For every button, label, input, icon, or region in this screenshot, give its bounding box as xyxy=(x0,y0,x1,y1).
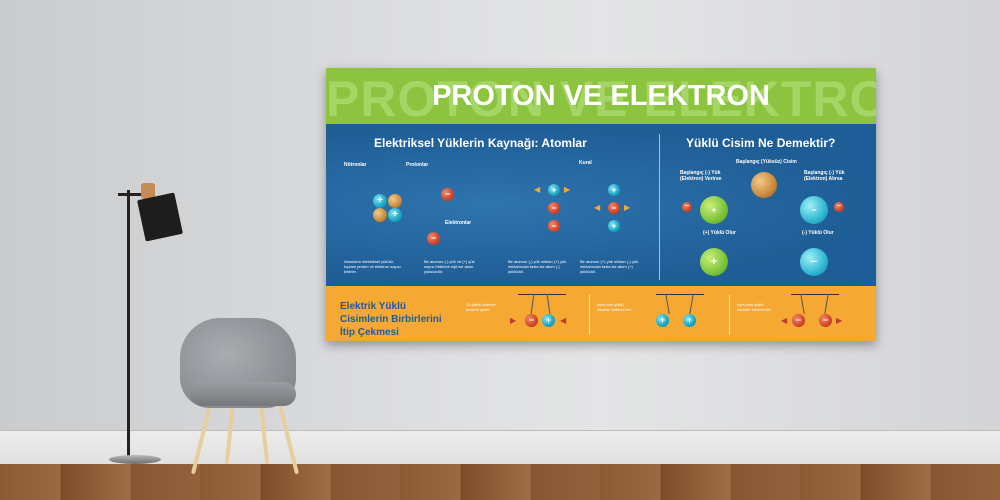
negative-result-ball: − xyxy=(800,248,828,276)
positive-body-ball: + xyxy=(700,196,728,224)
electron-ball: − xyxy=(819,314,832,327)
proton-ball: + xyxy=(373,194,387,208)
hanging-bar xyxy=(518,294,566,295)
proton-ball: + xyxy=(608,184,620,196)
floor-lamp-base xyxy=(109,455,161,464)
armchair-seat xyxy=(190,382,296,406)
wooden-floor xyxy=(0,464,1000,500)
footer-divider xyxy=(589,295,590,335)
poster-footer xyxy=(326,286,876,341)
proton-ball: + xyxy=(683,314,696,327)
footer-note-3: Aynı cins yüklü cisimler birbirini iter xyxy=(737,302,772,312)
electron-ball: − xyxy=(608,202,620,214)
floor-lamp-pole xyxy=(127,190,130,460)
label-protonlar: Protonlar xyxy=(406,162,429,168)
poster: PROTON VE ELEKTRON PROTON VE ELEKTRON El… xyxy=(326,68,876,341)
skirting-board xyxy=(0,430,1000,465)
electron-ball: − xyxy=(441,188,454,201)
floor-lamp-joint xyxy=(141,183,155,199)
proton-ball: + xyxy=(608,220,620,232)
arrow-left-icon: ◀ xyxy=(781,316,788,325)
paragraph-4: Bir atomun (+) yük miktarı (-) yük mikta… xyxy=(580,259,639,274)
electron-ball: − xyxy=(548,220,560,232)
footer-note-2: Aynı cins yüklü cisimler birbirini iter xyxy=(597,302,632,312)
footer-note-1: Zıt yüklü cisimler birbirini çeker xyxy=(466,302,496,312)
floor-lamp-arm xyxy=(118,193,150,196)
neutron-ball xyxy=(388,194,402,208)
right-section-title: Yüklü Cisim Ne Demektir? xyxy=(686,136,836,150)
arrow-right-icon: ▶ xyxy=(510,316,517,325)
proton-ball: + xyxy=(542,314,555,327)
poster-body xyxy=(326,124,876,286)
arrow-right-icon: ▶ xyxy=(624,203,631,212)
label-elektronlar: Elektronlar xyxy=(445,220,472,226)
electron-ball: − xyxy=(427,232,440,245)
electron-ball: − xyxy=(548,202,560,214)
label-positive-result: (+) Yüklü Olur xyxy=(703,230,736,236)
proton-ball: + xyxy=(388,208,402,222)
paragraph-3: Bir atomun (-) yük miktarı (+) yük mikta… xyxy=(508,259,567,274)
poster-title: PROTON VE ELEKTRON xyxy=(432,80,770,112)
footer-title: Elektrik Yüklü Cisimlerin Birbirlerini İ… xyxy=(340,301,442,338)
paragraph-1: Atomların elektriksel yükülü, toplam pro… xyxy=(344,259,401,274)
left-section-title: Elektriksel Yüklerin Kaynağı: Atomlar xyxy=(374,136,587,150)
electron-ball: − xyxy=(525,314,538,327)
label-takes-electron: Başlangıç (-) Yük (Elektron) Alırsa xyxy=(804,170,845,182)
label-notronlar: Nötronlar xyxy=(344,162,367,168)
electron-ball: − xyxy=(834,202,844,212)
proton-ball: + xyxy=(548,184,560,196)
hanging-bar xyxy=(791,294,839,295)
label-kural: Kural xyxy=(579,160,592,166)
label-center-body: Başlangıç (Yüksüz) Cisim xyxy=(736,159,797,165)
arrow-left-icon: ◀ xyxy=(594,203,601,212)
neutral-body-ball xyxy=(751,172,777,198)
arrow-left-icon: ◀ xyxy=(560,316,567,325)
label-gives-electron: Başlangıç (-) Yük (Elektron) Verirse xyxy=(680,170,722,182)
hanging-bar xyxy=(656,294,704,295)
paragraph-2: Bir atomun (-) yük ve (+) yük sayısı bir… xyxy=(424,259,475,274)
arrow-right-icon: ▶ xyxy=(836,316,843,325)
electron-ball: − xyxy=(682,202,692,212)
label-negative-result: (-) Yüklü Olur xyxy=(802,230,834,236)
negative-body-ball: − xyxy=(800,196,828,224)
neutron-ball xyxy=(373,208,387,222)
proton-ball: + xyxy=(656,314,669,327)
footer-divider xyxy=(729,295,730,335)
poster-title-watermark: PROTON VE ELEKTRON xyxy=(326,71,876,127)
poster-header xyxy=(326,68,876,124)
poster-divider xyxy=(659,134,660,280)
positive-result-ball: + xyxy=(700,248,728,276)
arrow-left-icon: ◀ xyxy=(534,185,541,194)
arrow-right-icon: ▶ xyxy=(564,185,571,194)
electron-ball: − xyxy=(792,314,805,327)
